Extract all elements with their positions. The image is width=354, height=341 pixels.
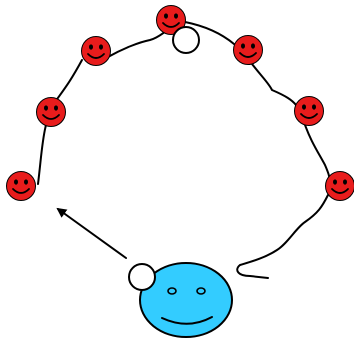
right-eye <box>251 43 255 48</box>
smiley-face-upper-right <box>234 36 263 65</box>
right-eye <box>54 105 58 110</box>
right-eye <box>99 44 103 49</box>
smiley-face-left-low <box>7 172 36 201</box>
left-eye <box>164 13 168 18</box>
left-eye <box>14 179 18 184</box>
left-eye <box>44 105 48 110</box>
right-eye <box>174 13 178 18</box>
smiley-face-icon <box>37 98 66 127</box>
left-eye <box>333 179 337 184</box>
smiley-face-icon <box>326 172 354 201</box>
smiley-face-icon <box>82 37 111 66</box>
smiley-face-left-mid <box>37 98 66 127</box>
left-eye <box>241 43 245 48</box>
smiley-face-icon <box>234 36 263 65</box>
smiley-face-icon <box>295 97 324 126</box>
right-eye <box>343 179 347 184</box>
right-eye <box>24 179 28 184</box>
right-eye <box>312 104 316 109</box>
top-white-circle <box>173 27 199 53</box>
left-eye <box>302 104 306 109</box>
bottom-white-circle <box>129 264 155 290</box>
smiley-face-upper-left <box>82 37 111 66</box>
smiley-face-right-mid <box>295 97 324 126</box>
smiley-face-right-low <box>326 172 354 201</box>
left-eye <box>89 44 93 49</box>
smiley-face-icon <box>7 172 36 201</box>
